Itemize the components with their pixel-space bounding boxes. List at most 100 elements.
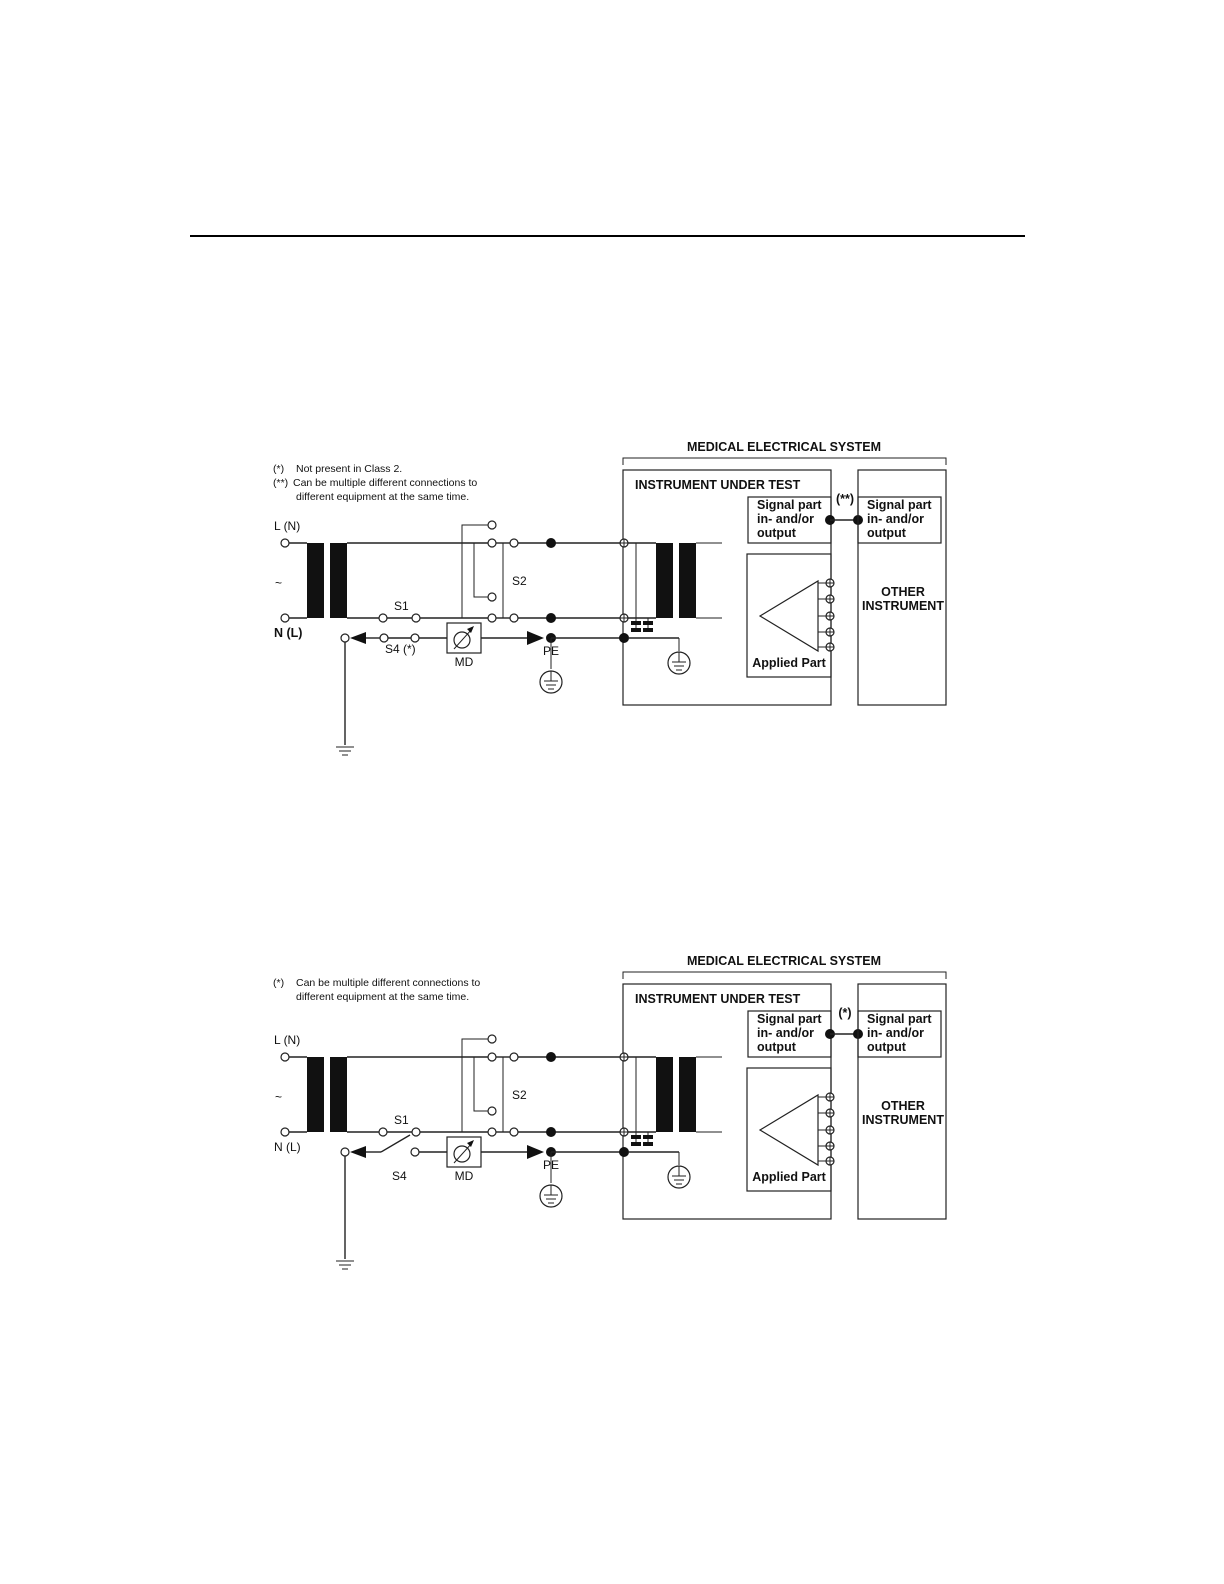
other-instrument-label: OTHER (881, 585, 925, 599)
filter-cap-b-plate1 (643, 1135, 653, 1139)
circuit-diagram-2: (*)Can be multiple different connections… (273, 954, 947, 1270)
signal-part-label: output (757, 1040, 797, 1054)
s2-cross-line-a (461, 524, 488, 618)
neutral-out-terminal (509, 613, 519, 623)
applied-part-amplifier (758, 579, 819, 653)
line-switch-terminal (487, 1052, 497, 1062)
signal-part-label: Signal part (757, 1012, 822, 1026)
md-label: MD (455, 1169, 474, 1183)
s1-terminal-a (378, 1127, 388, 1137)
instrument-label: INSTRUMENT UNDER TEST (635, 992, 801, 1006)
md-meter-needle (453, 1142, 473, 1164)
s2-cross-line-b (473, 1057, 488, 1112)
transformer-secondary-core (330, 543, 347, 618)
md-needle-head (467, 626, 474, 633)
other-signal-part-box (857, 1010, 942, 1058)
note-text: different equipment at the same time. (296, 991, 469, 1003)
other-signal-part-label: output (867, 1040, 907, 1054)
signal-part-label: Signal part (757, 498, 822, 512)
line-terminal (280, 538, 290, 548)
header-rule (190, 235, 1025, 237)
circuit-diagram-1: (*)Not present in Class 2.(**)Can be mul… (273, 440, 947, 756)
instrument-pe-terminal (619, 1147, 629, 1157)
pe-arrow (527, 1145, 544, 1159)
s2-top-terminal (487, 520, 497, 530)
instrument-transformer-core-b (679, 1057, 696, 1132)
transformer-primary-core (307, 1057, 324, 1132)
note-mark: (*) (273, 463, 284, 475)
connection-mark: (**) (836, 492, 854, 506)
ac-source-symbol: ~ (275, 576, 282, 590)
md-needle-head (467, 1140, 474, 1147)
s2-label: S2 (512, 1088, 527, 1102)
s1-terminal-b (411, 1127, 421, 1137)
other-instrument-box (857, 983, 947, 1220)
s4-terminal-b (410, 633, 420, 643)
line-out-terminal (509, 1052, 519, 1062)
md-meter-needle (453, 628, 473, 650)
connection-mark: (*) (838, 1006, 851, 1020)
other-signal-part-label: output (867, 526, 907, 540)
instrument-pe-terminal (619, 633, 629, 643)
filter-cap-b-plate2 (643, 1142, 653, 1146)
note-mark: (**) (273, 477, 288, 489)
s2-bottom-terminal (487, 592, 497, 602)
md-meter-circle (453, 1145, 471, 1163)
s2-cross-line-b (473, 543, 488, 598)
line-label: L (N) (274, 1033, 300, 1047)
line-terminal (280, 1052, 290, 1062)
instrument-transformer-core-b (679, 543, 696, 618)
applied-part-label: Applied Part (752, 1170, 826, 1184)
other-signal-part-box (857, 496, 942, 544)
applied-part-amplifier (758, 1093, 819, 1167)
other-signal-part-label: in- and/or (867, 512, 924, 526)
s1-label: S1 (394, 1113, 409, 1127)
line-junction (546, 538, 556, 548)
neutral-terminal (280, 613, 290, 623)
s2-top-terminal (487, 1034, 497, 1044)
neutral-terminal (280, 1127, 290, 1137)
other-instrument-label: INSTRUMENT (862, 599, 944, 613)
line-label: L (N) (274, 519, 300, 533)
neutral-label: N (L) (274, 626, 302, 640)
s4-arrow (350, 1146, 366, 1158)
filter-cap-a-plate2 (631, 628, 641, 632)
neutral-label: N (L) (274, 1140, 301, 1154)
neutral-junction (546, 1127, 556, 1137)
filter-cap-a-plate1 (631, 1135, 641, 1139)
pe-label: PE (543, 644, 559, 658)
line-out-terminal (509, 538, 519, 548)
neutral-switch-terminal (487, 1127, 497, 1137)
system-bracket (622, 457, 947, 465)
signal-part-label: in- and/or (757, 1026, 814, 1040)
transformer-primary-core (307, 543, 324, 618)
instrument-transformer-core-a (656, 543, 673, 618)
s1-terminal-b (411, 613, 421, 623)
s1-label: S1 (394, 599, 409, 613)
md-label: MD (455, 655, 474, 669)
other-signal-part-label: in- and/or (867, 1026, 924, 1040)
s2-bottom-terminal (487, 1106, 497, 1116)
other-instrument-label: INSTRUMENT (862, 1113, 944, 1127)
s2-cross-line-a (461, 1038, 488, 1132)
neutral-out-terminal (509, 1127, 519, 1137)
s1-terminal-a (378, 613, 388, 623)
s2-label: S2 (512, 574, 527, 588)
line-switch-terminal (487, 538, 497, 548)
note-text: Not present in Class 2. (296, 463, 402, 475)
filter-cap-a-plate1 (631, 621, 641, 625)
note-text: different equipment at the same time. (296, 491, 469, 503)
s4-terminal-b (410, 1147, 420, 1157)
system-label: MEDICAL ELECTRICAL SYSTEM (687, 440, 881, 454)
neutral-junction (546, 613, 556, 623)
line-junction (546, 1052, 556, 1062)
system-label: MEDICAL ELECTRICAL SYSTEM (687, 954, 881, 968)
other-signal-part-label: Signal part (867, 1012, 932, 1026)
s4-label: S4 (392, 1169, 407, 1183)
earth-node (340, 633, 350, 643)
s4-open-blade (380, 1134, 411, 1153)
s4-label: S4 (*) (385, 642, 416, 656)
pe-arrow (527, 631, 544, 645)
other-instrument-label: OTHER (881, 1099, 925, 1113)
md-meter-circle (453, 631, 471, 649)
